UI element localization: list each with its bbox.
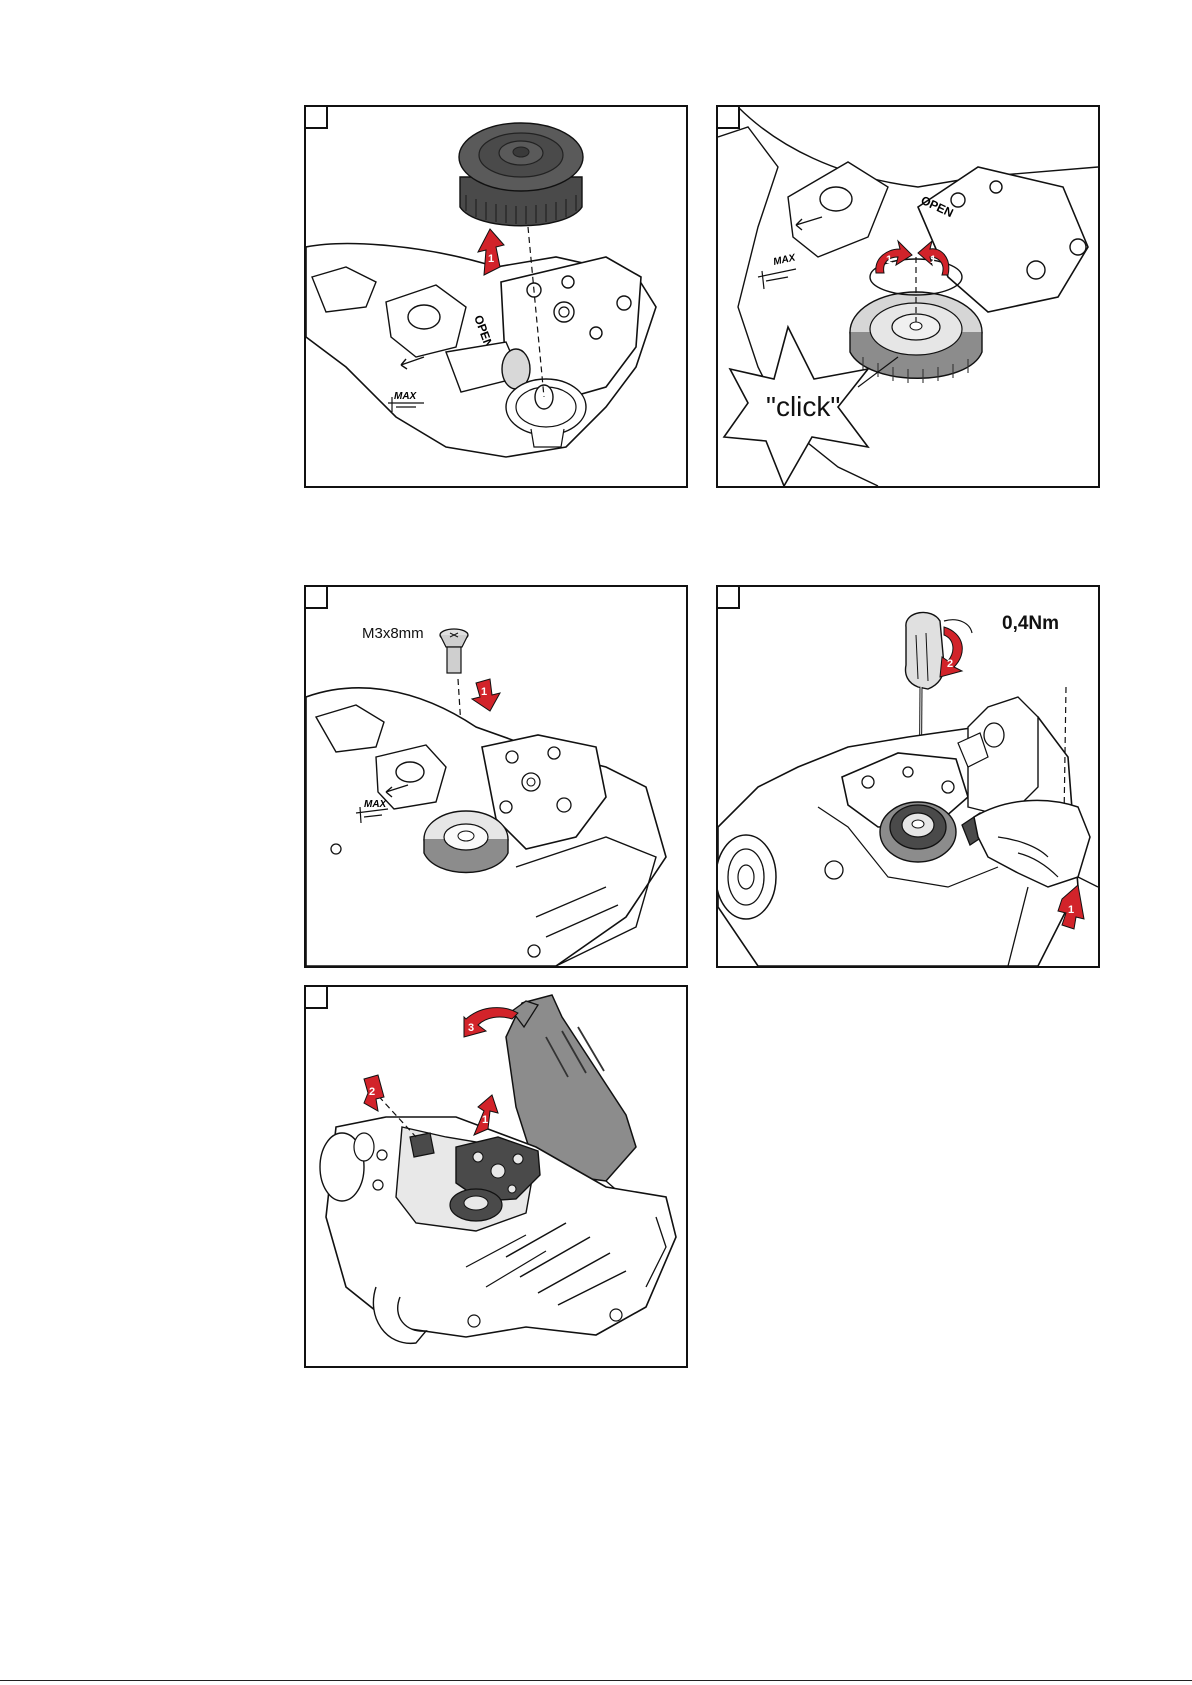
svg-text:1: 1 <box>1068 904 1074 916</box>
step-panel-2: MAX OPEN 1 1 "cl <box>716 105 1100 488</box>
svg-text:3: 3 <box>468 1022 474 1034</box>
step-number-box <box>306 987 328 1009</box>
illustration-screw-tighten: 2 1 <box>718 587 1098 966</box>
step-panel-3: 1 MAX M3x8mm <box>304 585 688 968</box>
illustration-screw-insert: 1 MAX <box>306 587 686 966</box>
red-arrow-1a: 1 <box>876 241 912 273</box>
svg-text:MAX: MAX <box>364 799 388 810</box>
svg-text:1: 1 <box>488 253 494 265</box>
step-number-box <box>306 107 328 129</box>
step-panel-1: OPEN MAX 1 <box>304 105 688 488</box>
page-footer-rule <box>0 1680 1192 1681</box>
svg-text:2: 2 <box>369 1086 375 1098</box>
svg-text:MAX: MAX <box>772 252 797 268</box>
illustration-gear-removal: OPEN MAX 1 <box>306 107 686 486</box>
step-panel-5: 3 1 2 <box>304 985 688 1368</box>
illustration-close-cover: 3 1 2 <box>306 987 686 1366</box>
red-arrow-2: 2 <box>364 1075 384 1111</box>
illustration-gear-snap-in: MAX OPEN 1 1 <box>718 107 1098 486</box>
step-number-box <box>718 587 740 609</box>
step-panel-4: 2 1 0,4Nm <box>716 585 1100 968</box>
svg-text:1: 1 <box>481 686 487 698</box>
svg-text:1: 1 <box>482 1114 488 1126</box>
torque-value-label: 0,4Nm <box>1002 613 1059 635</box>
red-arrow-1: 1 <box>474 1095 498 1135</box>
svg-text:1: 1 <box>930 254 936 266</box>
screw-size-label: M3x8mm <box>362 625 424 642</box>
step-number-box <box>306 587 328 609</box>
step-number-box <box>718 107 740 129</box>
screw-icon <box>440 629 468 673</box>
svg-text:MAX: MAX <box>394 391 418 402</box>
svg-text:2: 2 <box>947 658 953 670</box>
red-arrow-1: 1 <box>472 679 500 711</box>
click-label: "click" <box>766 391 840 423</box>
svg-text:1: 1 <box>886 254 892 266</box>
